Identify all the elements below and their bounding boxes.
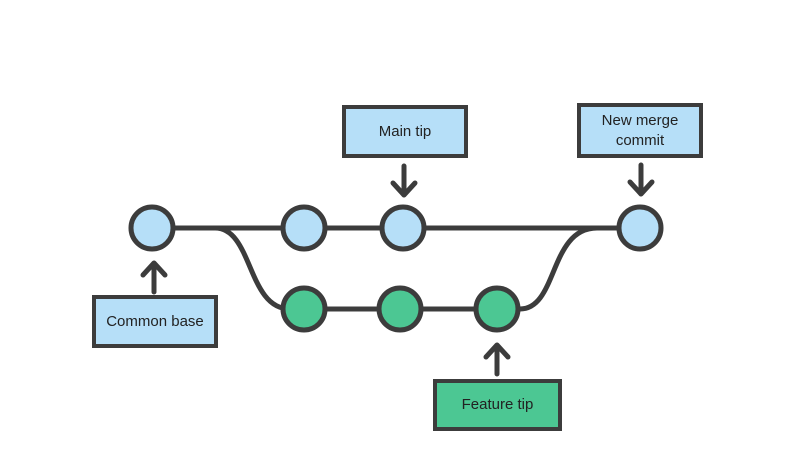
commit-node-main-2: [280, 204, 328, 252]
arrow-up-common-base: [140, 260, 168, 295]
commit-node-feature-1: [280, 285, 328, 333]
commit-node-feature-2: [376, 285, 424, 333]
arrow-up-feature-tip: [483, 342, 511, 377]
commit-node-feature-tip: [473, 285, 521, 333]
label-common-base-text: Common base: [106, 312, 204, 330]
label-main-tip-text: Main tip: [378, 122, 432, 140]
arrow-down-new-merge-commit: [627, 162, 655, 197]
commit-node-common-base: [128, 204, 176, 252]
label-new-merge-commit-text: New merge commit: [601, 112, 679, 149]
commit-node-merge-commit: [616, 204, 664, 252]
label-feature-tip-text: Feature tip: [461, 396, 534, 414]
label-feature-tip: Feature tip: [433, 379, 562, 431]
label-main-tip: Main tip: [342, 105, 468, 158]
commit-node-main-tip: [379, 204, 427, 252]
label-new-merge-commit: New merge commit: [577, 103, 703, 158]
label-common-base: Common base: [92, 295, 218, 348]
arrow-down-main-tip: [390, 163, 418, 198]
